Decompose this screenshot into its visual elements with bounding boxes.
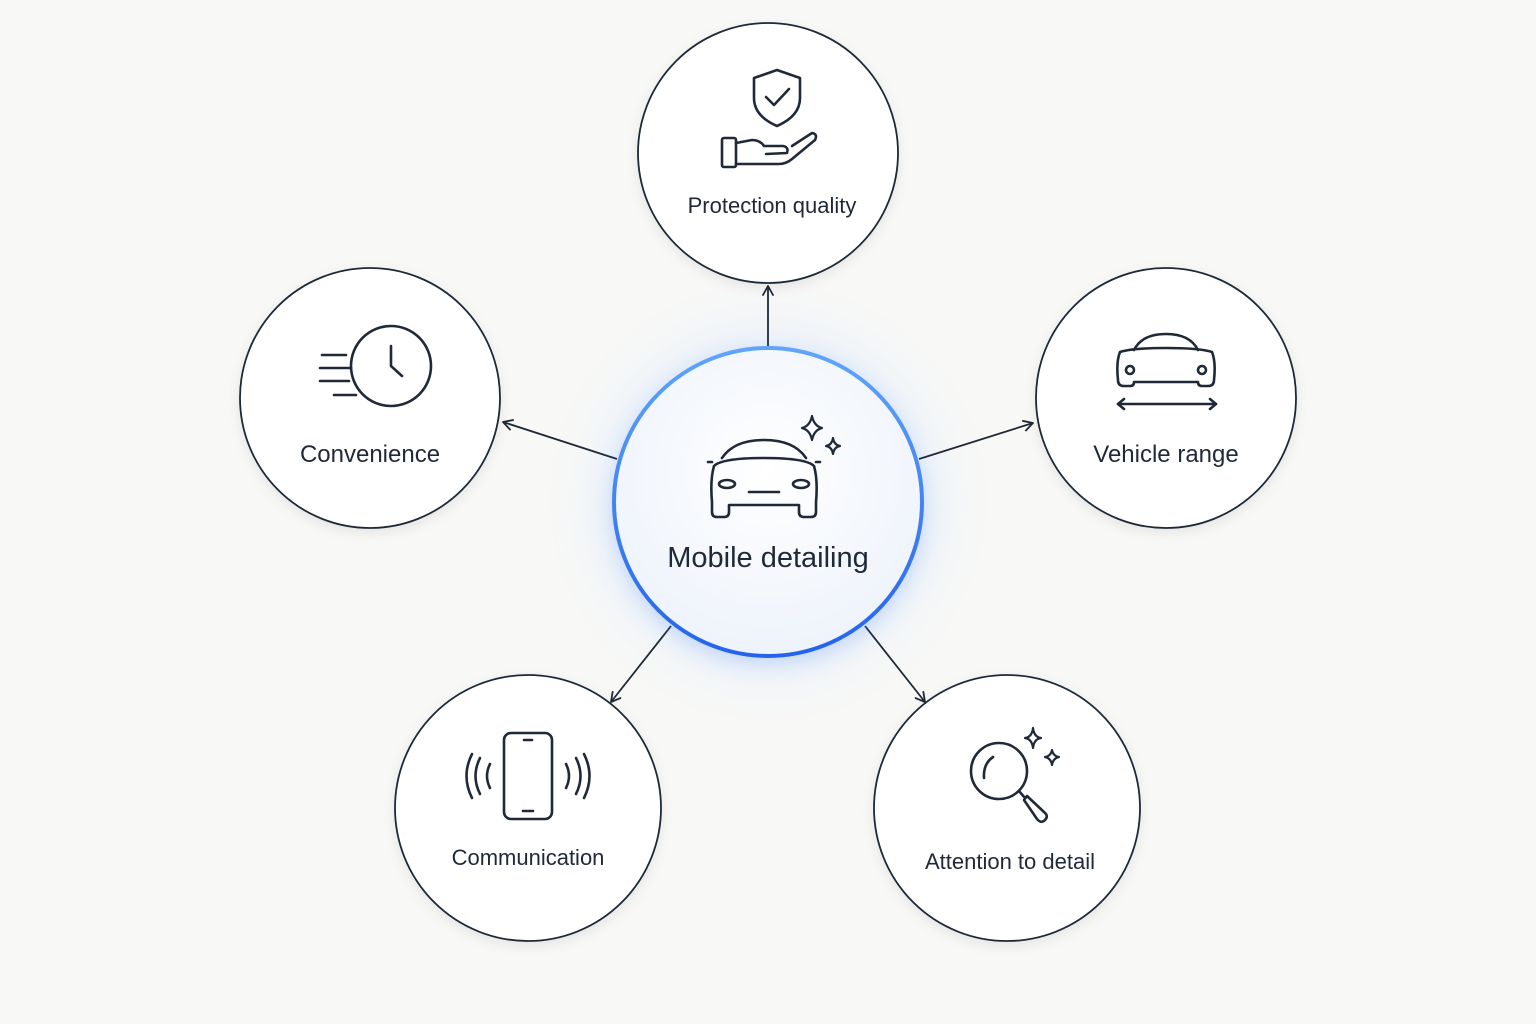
magnifier-sparkle-icon [969,726,1061,824]
connectors [502,285,1034,703]
node-convenience-circle [239,267,501,529]
car-width-icon [1116,332,1218,411]
shield-hand-icon [720,68,818,169]
center-circle [612,346,924,658]
node-protection-label: Protection quality [688,193,857,218]
connector-communication [610,625,672,703]
center-label: Mobile detailing [667,542,869,574]
node-communication-circle [394,674,662,942]
connector-attention [864,625,926,703]
node-vehicle-range-circle [1035,267,1297,529]
node-convenience[interactable]: Convenience [239,267,501,529]
node-communication[interactable]: Communication [394,674,662,942]
center-node[interactable]: Mobile detailing [612,346,924,658]
node-attention-label: Attention to detail [925,849,1095,874]
connector-vehicle-range [918,420,1034,460]
connector-convenience [502,419,618,460]
node-communication-label: Communication [452,845,605,870]
node-attention[interactable]: Attention to detail [873,674,1141,942]
node-protection[interactable]: Protection quality [637,22,899,284]
node-attention-circle [873,674,1141,942]
node-convenience-label: Convenience [300,441,440,468]
node-vehicle-range-label: Vehicle range [1093,441,1238,468]
fast-clock-icon [318,324,433,408]
phone-signal-icon [465,731,591,821]
node-vehicle-range[interactable]: Vehicle range [1035,267,1297,529]
car-sparkle-icon [706,414,842,519]
